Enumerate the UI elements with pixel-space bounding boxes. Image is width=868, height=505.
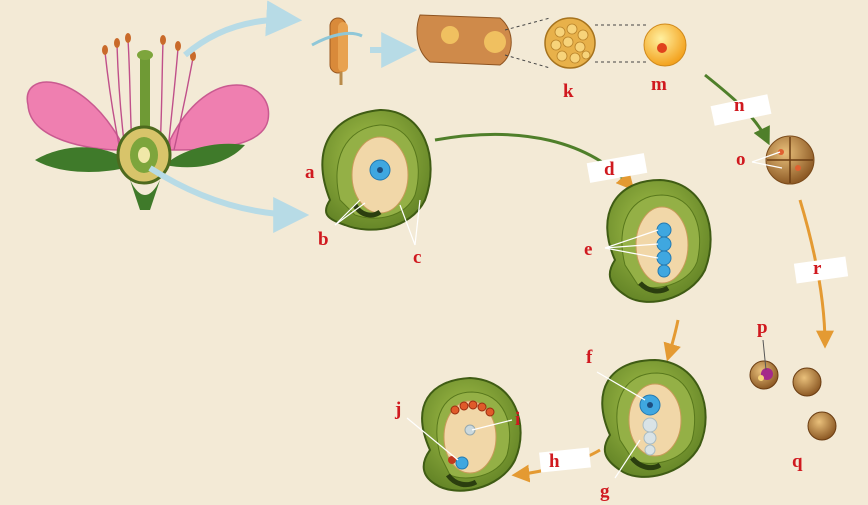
- ovule-1: [321, 108, 432, 246]
- label-j: j: [395, 399, 402, 420]
- anther: [311, 17, 363, 85]
- anther-section: [416, 14, 512, 66]
- label-n: n: [734, 95, 745, 116]
- pollen-mother-cells: [544, 17, 596, 69]
- label-h: h: [549, 451, 560, 472]
- tag-d-bg: [586, 153, 648, 183]
- label-p: p: [757, 317, 768, 338]
- tag-r-bg: [793, 256, 849, 284]
- label-d: d: [604, 159, 615, 180]
- arrow-down: [663, 319, 681, 362]
- label-f: f: [586, 347, 593, 368]
- label-o: o: [736, 149, 746, 170]
- label-m: m: [651, 74, 667, 95]
- arrow-to-ovule: [148, 165, 310, 233]
- label-g: g: [600, 481, 610, 502]
- label-c: c: [413, 247, 422, 268]
- anthers: [102, 33, 196, 61]
- microspore-mother-cell: [643, 23, 687, 67]
- tetrad: [765, 135, 815, 185]
- tag-h-bg: [539, 447, 591, 473]
- label-i: i: [515, 409, 521, 430]
- label-b: b: [318, 229, 329, 250]
- tag-n-bg: [710, 94, 772, 126]
- flower: [26, 33, 270, 210]
- label-a: a: [305, 162, 315, 183]
- ovule-3: [596, 358, 707, 479]
- ovule-4: [406, 376, 522, 492]
- arrow-to-stamen: [183, 0, 303, 58]
- label-e: e: [584, 239, 593, 260]
- pollen-grains: [749, 360, 837, 441]
- label-k: k: [563, 81, 574, 102]
- ovule-2: [604, 178, 712, 303]
- label-r: r: [813, 258, 822, 279]
- label-q: q: [792, 451, 803, 472]
